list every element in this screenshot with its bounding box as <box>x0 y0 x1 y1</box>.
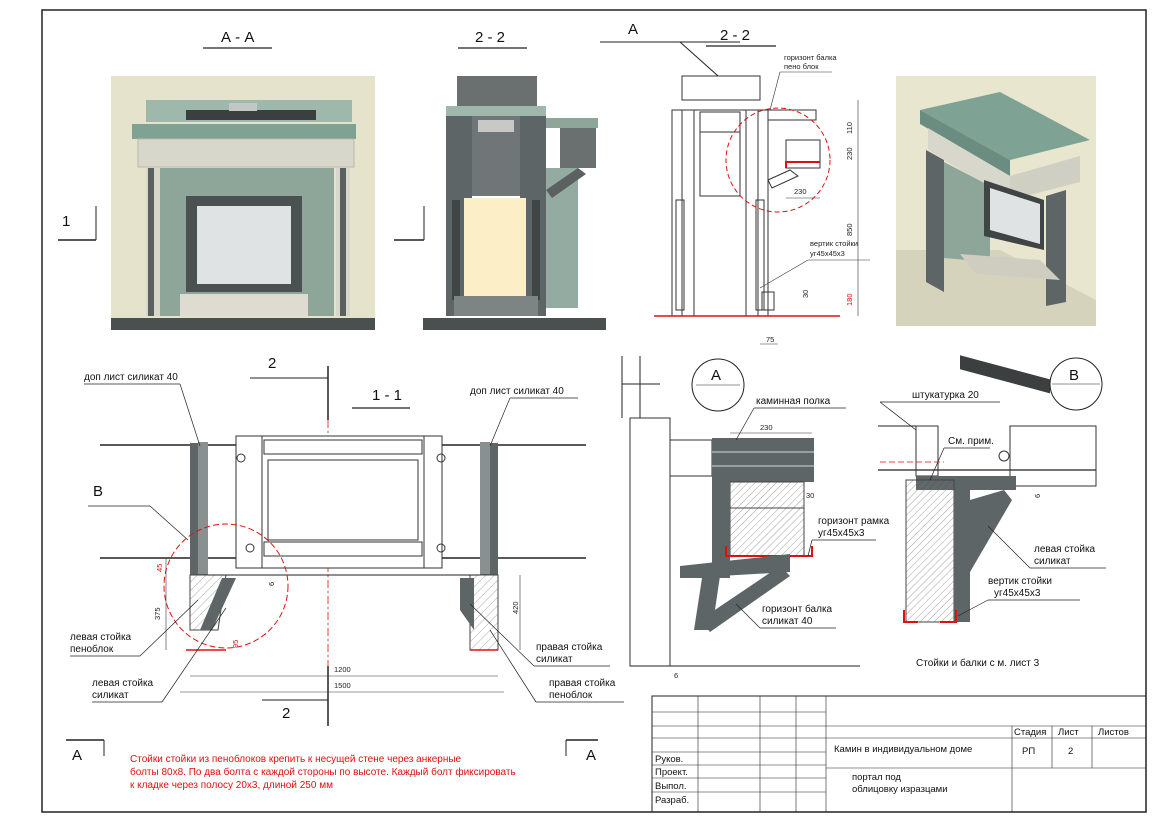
plan-label-add-left: доп лист силикат 40 <box>84 372 178 383</box>
detail-a-marker: А <box>711 367 721 384</box>
view-22-left-title: 2 - 2 <box>475 29 505 46</box>
detail-b-left-post2: силикат <box>1034 556 1071 567</box>
cut-2-top: 2 <box>268 355 276 372</box>
plan-label-add-right: доп лист силикат 40 <box>470 386 564 397</box>
plan-dim-375: 375 <box>153 607 162 620</box>
view-22-section: А 2 - 2 горизонт балка пено блок вертик … <box>600 21 870 345</box>
plan-dim-95: 95 <box>231 640 240 648</box>
detail-b-marker: В <box>1069 367 1079 384</box>
plan-label-left-sil: левая стойка <box>92 678 154 689</box>
plan-dim-420: 420 <box>511 601 520 614</box>
title-block: Стадия Лист Листов РП 2 Камин в индивиду… <box>651 695 1147 813</box>
tb-sheets-header: Листов <box>1098 727 1129 738</box>
note-line-2: болты 80х8. По два болта с каждой сторон… <box>130 766 516 778</box>
sheet-border <box>41 9 1147 813</box>
s22-label-foam: пено блок <box>784 62 819 71</box>
tb-role-1: Руков. <box>655 754 683 765</box>
plan-label-right-foam: правая стойка <box>549 678 616 689</box>
plan-label-left-foam: левая стойка <box>70 632 132 643</box>
detail-a-frame: горизонт рамка <box>818 516 890 527</box>
tb-role-3: Выпол. <box>655 781 687 792</box>
plan-label-left-foam2: пеноблок <box>70 643 114 655</box>
plan-dim-6: 6 <box>267 582 276 586</box>
s22-label-angle: уг45х45х3 <box>810 249 845 258</box>
detail-b-d6: 6 <box>1033 494 1042 498</box>
s22-dim-230v: 230 <box>845 147 854 160</box>
cut-a-left: А <box>72 747 82 764</box>
detail-b-note: Стойки и балки с м. лист 3 <box>916 657 1040 669</box>
cut-a-marker: А <box>628 21 638 38</box>
view-22-right-title: 2 - 2 <box>720 27 750 44</box>
view-aa-title: А - А <box>221 29 254 46</box>
s22-dim-850: 850 <box>845 223 854 236</box>
s22-dim-75: 75 <box>766 335 774 344</box>
plan-dim-45: 45 <box>155 564 164 572</box>
plan-label-right-sil: правая стойка <box>536 642 603 653</box>
cut-1-marker: 1 <box>62 213 70 230</box>
tb-sheet-header: Лист <box>1058 727 1079 738</box>
detail-b: В штукатурка 20 См. прим. 6 левая стойка… <box>878 357 1106 669</box>
tb-drawing-2: облицовку изразцами <box>852 784 948 795</box>
cut-b-marker: В <box>93 483 103 500</box>
cut-2-bottom: 2 <box>282 705 290 722</box>
detail-a-frame2: уг45х45х3 <box>818 528 865 539</box>
s22-dim-180: 180 <box>845 293 854 306</box>
s22-dim-230h: 230 <box>794 187 807 196</box>
tb-role-4: Разраб. <box>655 795 689 806</box>
s22-dim-110: 110 <box>845 122 854 134</box>
note-line-1: Стойки стойки из пеноблоков крепить к не… <box>130 753 462 765</box>
tb-project: Камин в индивидуальном доме <box>834 744 972 755</box>
detail-a: А каминная полка 230 30 горизонт рамка у… <box>621 356 890 680</box>
plan-11-title: 1 - 1 <box>372 387 402 404</box>
note-line-3: к кладке через полосу 20х3, длиной 250 м… <box>130 780 333 791</box>
detail-a-d230: 230 <box>760 423 773 432</box>
plan-11: 1 - 1 1 2 2 В <box>58 206 624 726</box>
render-3d <box>896 76 1096 394</box>
cut-aa-bottom: А А <box>66 739 598 764</box>
s22-label-vert: вертик стойки <box>810 239 858 248</box>
plan-label-right-foam2: пеноблок <box>549 689 593 701</box>
plan-dim-1200: 1200 <box>334 665 351 674</box>
detail-b-vert: вертик стойки <box>988 576 1052 587</box>
plan-dim-1500: 1500 <box>334 681 351 690</box>
detail-b-plaster: штукатурка 20 <box>912 390 979 401</box>
plan-label-left-sil2: силикат <box>92 690 129 701</box>
tb-role-2: Проект. <box>655 767 688 778</box>
view-22-render: 2 - 2 <box>423 29 606 330</box>
detail-b-see-note: См. прим. <box>948 436 994 447</box>
anchor-note: Стойки стойки из пеноблоков крепить к не… <box>130 753 516 791</box>
detail-a-beam2: силикат 40 <box>762 616 813 627</box>
tb-drawing-1: портал под <box>852 772 901 783</box>
detail-b-left-post: левая стойка <box>1034 544 1096 555</box>
s22-dim-30: 30 <box>801 290 810 298</box>
tb-stage-header: Стадия <box>1014 727 1046 738</box>
tb-stage: РП <box>1022 746 1035 757</box>
plan-label-right-sil2: силикат <box>536 654 573 665</box>
detail-b-vert2: уг45х45х3 <box>994 588 1041 599</box>
detail-a-d30: 30 <box>806 491 814 500</box>
cut-a-right: А <box>586 747 596 764</box>
detail-a-shelf: каминная полка <box>756 396 831 407</box>
s22-label-beam: горизонт балка <box>784 53 837 62</box>
view-aa: А - А <box>111 29 375 330</box>
detail-a-d6: 6 <box>674 671 678 680</box>
detail-a-beam: горизонт балка <box>762 603 833 615</box>
tb-sheet: 2 <box>1068 746 1073 757</box>
